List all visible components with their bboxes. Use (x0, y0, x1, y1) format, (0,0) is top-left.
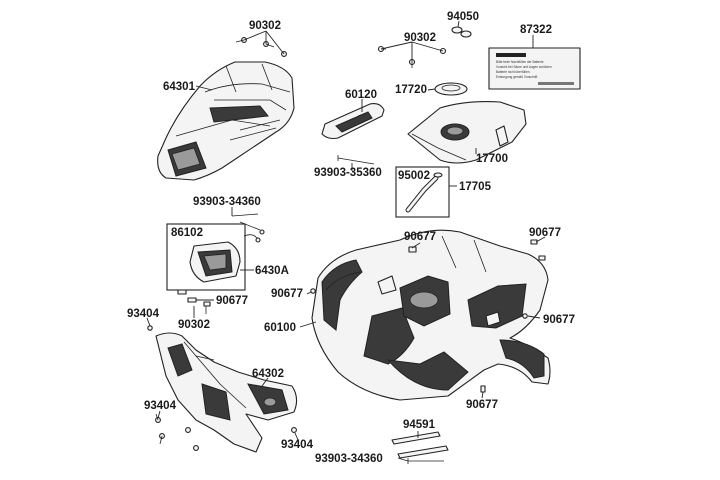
grommet-94050 (451, 26, 472, 38)
front-top-cover-64301 (157, 61, 295, 181)
label-64302: 64302 (252, 368, 284, 380)
strap-set-94591 (391, 431, 449, 459)
bolt-set-93404-lower (155, 413, 199, 451)
bolt-93404-left (147, 325, 153, 331)
rear-cover-17700 (407, 101, 527, 164)
emblem-60120 (321, 103, 385, 140)
label-87322: 87322 (520, 24, 552, 36)
decal-line-2: Vorsicht bei Säure und Augen schützen (496, 65, 552, 69)
label-86102: 86102 (171, 227, 203, 239)
label-90677-right-top: 90677 (529, 227, 561, 239)
label-90677-left-small: 90677 (271, 288, 303, 300)
tube-box-95002 (395, 166, 450, 218)
lower-front-cover-64302 (155, 332, 298, 453)
fuel-cap-ring-17720 (434, 82, 468, 96)
label-17720: 17720 (395, 84, 427, 96)
label-90677-bottom: 90677 (466, 399, 498, 411)
label-17705: 17705 (459, 181, 492, 193)
label-94591: 94591 (403, 419, 436, 431)
label-17700: 17700 (476, 153, 508, 165)
headlight-assembly-box (166, 223, 261, 291)
label-93404-bottom: 93404 (281, 439, 314, 451)
decal-line-1: Bitte beim Nachfüllen der Batterie (496, 60, 544, 64)
label-93903-35360: 93903-35360 (314, 167, 382, 179)
label-90302-top-mid: 90302 (404, 32, 436, 44)
label-93903-34360-mid: 93903-34360 (193, 196, 261, 208)
label-90302-headlight: 90302 (178, 319, 210, 331)
decal-line-3: Batterie nicht überfüllen (496, 70, 530, 74)
leader-lines (146, 20, 546, 462)
headlight-6430A (189, 241, 241, 283)
label-93903-34360-bottom: 93903-34360 (315, 453, 383, 465)
part-labels: 90302 94050 87322 90302 64301 60120 1772… (127, 11, 575, 465)
label-64301: 64301 (163, 81, 196, 93)
front-fender-body-60100 (311, 229, 551, 401)
label-60120: 60120 (345, 89, 377, 101)
label-6430A: 6430A (255, 265, 289, 277)
label-60100: 60100 (264, 322, 296, 334)
label-90677-mid-top: 90677 (404, 231, 436, 243)
headlight-hardware (177, 289, 214, 314)
decal-line-4: Entsorgung gemäß Vorschrift (496, 75, 537, 79)
warning-decal-87322: Bitte beim Nachfüllen der Batterie Vorsi… (488, 47, 581, 90)
screw-set-93903-34360-mid (231, 213, 265, 235)
label-90677-right-mid: 90677 (543, 314, 575, 326)
label-90302-top-left: 90302 (249, 20, 281, 32)
label-95002: 95002 (398, 170, 430, 182)
label-93404-left: 93404 (127, 308, 160, 320)
label-93404-lower-left: 93404 (144, 400, 177, 412)
label-90677-headlight: 90677 (216, 295, 248, 307)
screw-93903-35360 (337, 155, 375, 165)
screw-93903-34360-bottom (407, 458, 444, 464)
label-94050: 94050 (447, 11, 479, 23)
fender-fasteners-90677 (310, 239, 546, 393)
bolt-93404-bottom (291, 427, 297, 433)
